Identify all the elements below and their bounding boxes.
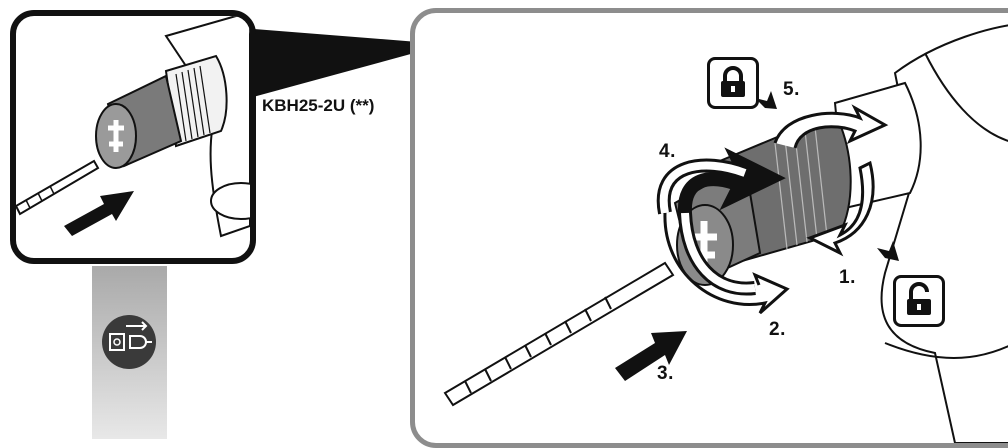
step-1: 1. [839, 267, 856, 289]
unplug-icon [92, 302, 167, 382]
main-panel: 5. 4. 1. 2. 3. [410, 8, 1008, 448]
unlock-box [893, 275, 945, 327]
chuck-detail-illustration [16, 16, 250, 258]
lock-box [707, 57, 759, 109]
step-4: 4. [659, 141, 676, 163]
lock-icon [710, 60, 756, 106]
step-3: 3. [657, 363, 674, 385]
step-2: 2. [769, 319, 786, 341]
step-5: 5. [783, 79, 800, 101]
unplug-strip [92, 266, 167, 439]
detail-panel [10, 10, 256, 264]
model-label: KBH25-2U (**) [262, 96, 374, 116]
unlock-icon [896, 278, 942, 324]
